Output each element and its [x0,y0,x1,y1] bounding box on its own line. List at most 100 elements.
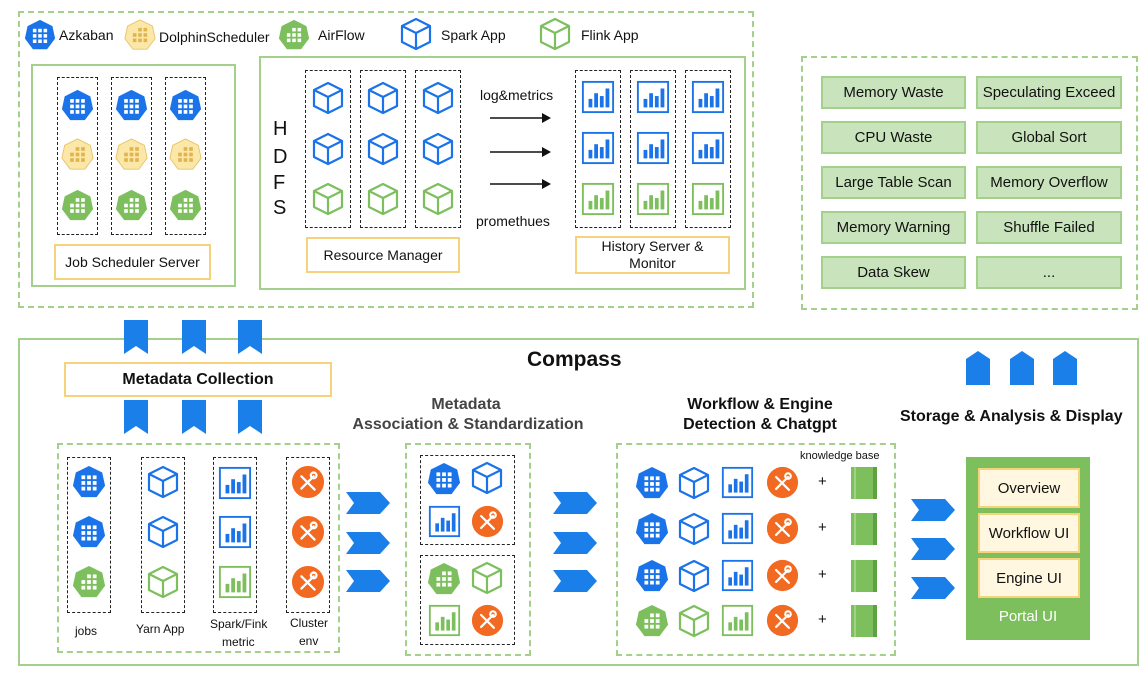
chevron-right-icon [553,570,597,592]
tools-icon [766,559,799,592]
tools-icon [291,515,325,549]
metrics-chart-green-icon [581,182,615,216]
chevron-right-icon [911,577,955,599]
metrics-chart-icon [721,512,754,545]
azkaban-icon [72,465,106,499]
spark-app-icon [145,514,181,550]
hdfs-letter-s: S [273,197,287,219]
hdfs-letter-f: F [273,172,286,194]
spark-app-icon [676,465,712,501]
association-title-1: Metadata [431,396,501,413]
workflow-title-1: Workflow & Engine [687,396,833,413]
spark-app-icon [676,558,712,594]
diagnosis-item: Speculating Exceed [976,76,1122,109]
portal-overview-button[interactable]: Overview [978,468,1080,508]
scheduler-column-2 [111,77,152,235]
airflow-icon [635,604,669,638]
metrics-chart-icon [581,131,615,165]
chevron-right-icon [346,492,390,514]
legend-airflow-label: AirFlow [318,27,365,43]
cluster-env-label-2: env [299,634,319,648]
history-server-label: History Server & Monitor [575,236,730,274]
compass-title: Compass [527,348,622,371]
flink-app-icon [469,560,505,596]
jobs-column [67,457,111,613]
knowledge-base-book-icon [849,511,881,547]
log-metrics-label: log&metrics [480,87,554,103]
arrow-down-icon [182,400,206,434]
arrow-down-icon [238,320,262,354]
metrics-chart-green-icon [218,565,252,599]
diagnosis-item: ... [976,256,1122,289]
arrow-down-icon [182,320,206,354]
jobs-label: jobs [75,624,98,638]
arrow-down-icon [124,400,148,434]
spark-app-icon [420,131,456,167]
association-group [405,443,531,656]
metrics-chart-icon [636,80,670,114]
spark-app-icon [145,464,181,500]
metadata-collection-group [57,443,340,653]
dolphinscheduler-icon [115,138,148,171]
airflow-icon [427,562,461,596]
metrics-chart-icon [721,466,754,499]
tools-icon [291,565,325,599]
knowledge-base-label: knowledge base [800,450,880,462]
top-sources-panel [18,11,754,308]
resource-column-2 [360,70,406,228]
tools-icon [471,604,504,637]
chevron-right-icon [553,532,597,554]
azkaban-icon [115,89,148,122]
metadata-collection-label: Metadata Collection [64,362,332,397]
metrics-chart-green-icon [636,182,670,216]
diagnosis-item: Data Skew [821,256,966,289]
history-column-1 [575,70,621,228]
scheduler-column-3 [165,77,206,235]
resource-column-1 [305,70,351,228]
airflow-icon [72,565,106,599]
legend-dolphinscheduler-label: DolphinScheduler [159,29,270,45]
legend-flink-app-label: Flink App [581,27,639,43]
cluster-box [259,56,746,290]
diagnosis-item: Shuffle Failed [976,211,1122,244]
arrow-up-icon [966,351,990,385]
spark-metric-label-1: Spark/Fink [210,617,268,631]
azkaban-icon [24,19,56,51]
airflow-icon [169,189,202,222]
scheduler-column-1 [57,77,98,235]
spark-app-icon [469,460,505,496]
history-column-3 [685,70,731,228]
azkaban-icon [635,559,669,593]
arrow-right-icon [490,179,551,189]
chevron-right-icon [553,492,597,514]
diagnosis-item: Memory Warning [821,211,966,244]
azkaban-icon [635,466,669,500]
plus-sign: + [818,519,827,536]
dolphinscheduler-icon [61,138,94,171]
job-scheduler-server-label: Job Scheduler Server [54,244,211,280]
diagnosis-item: Large Table Scan [821,166,966,199]
metrics-chart-icon [691,131,725,165]
azkaban-icon [72,515,106,549]
flink-app-icon [676,603,712,639]
yarn-app-column [141,457,185,613]
spark-app-icon [310,131,346,167]
spark-app-icon [365,131,401,167]
arrow-down-icon [238,400,262,434]
azkaban-icon [169,89,202,122]
metrics-chart-icon [218,515,252,549]
azkaban-icon [635,512,669,546]
resource-manager-label: Resource Manager [306,237,460,273]
metrics-chart-icon [581,80,615,114]
chevron-right-icon [346,532,390,554]
tools-icon [471,505,504,538]
portal-workflow-ui-button[interactable]: Workflow UI [978,513,1080,553]
resource-column-3 [415,70,461,228]
hdfs-letter-d: D [273,146,288,168]
portal-ui-label: Portal UI [998,608,1058,625]
flink-app-icon [365,181,401,217]
metrics-chart-icon [428,505,461,538]
portal-engine-ui-button[interactable]: Engine UI [978,558,1080,598]
plus-sign: + [818,566,827,583]
spark-app-icon [310,80,346,116]
